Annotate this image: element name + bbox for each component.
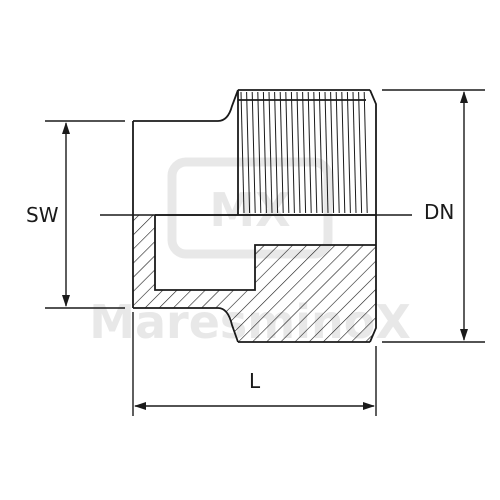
thread-line — [352, 91, 357, 214]
thread-line — [335, 91, 340, 214]
sw-label: SW — [26, 203, 59, 227]
bore-outline — [154, 215, 376, 291]
thread-line — [313, 91, 318, 214]
length-dimension — [132, 312, 377, 416]
thread-line — [318, 91, 323, 214]
thread-line — [285, 91, 290, 214]
section-hatch-area — [133, 215, 376, 342]
sw-dimension — [45, 120, 125, 309]
thread-line — [257, 91, 262, 214]
dn-dimension — [382, 89, 485, 343]
thread-line — [324, 91, 329, 214]
dn-label: DN — [424, 200, 454, 224]
thread-line — [290, 91, 295, 214]
thread-line — [251, 91, 256, 214]
thread-line — [330, 91, 335, 214]
thread-line — [302, 91, 307, 214]
thread-line — [274, 91, 279, 214]
thread-line — [268, 91, 273, 214]
thread-chamfer-top — [369, 89, 377, 215]
thread-line — [307, 91, 312, 214]
length-label: L — [249, 369, 261, 393]
hex-body-outline — [133, 89, 239, 122]
thread-line — [240, 91, 245, 214]
thread-line — [363, 91, 368, 214]
thread-line — [262, 91, 267, 214]
thread-line — [341, 91, 346, 214]
thread-lines — [240, 91, 368, 214]
thread-line — [296, 91, 301, 214]
thread-line — [279, 91, 284, 214]
thread-line — [246, 91, 251, 214]
thread-line — [358, 91, 363, 214]
thread-line — [346, 91, 351, 214]
